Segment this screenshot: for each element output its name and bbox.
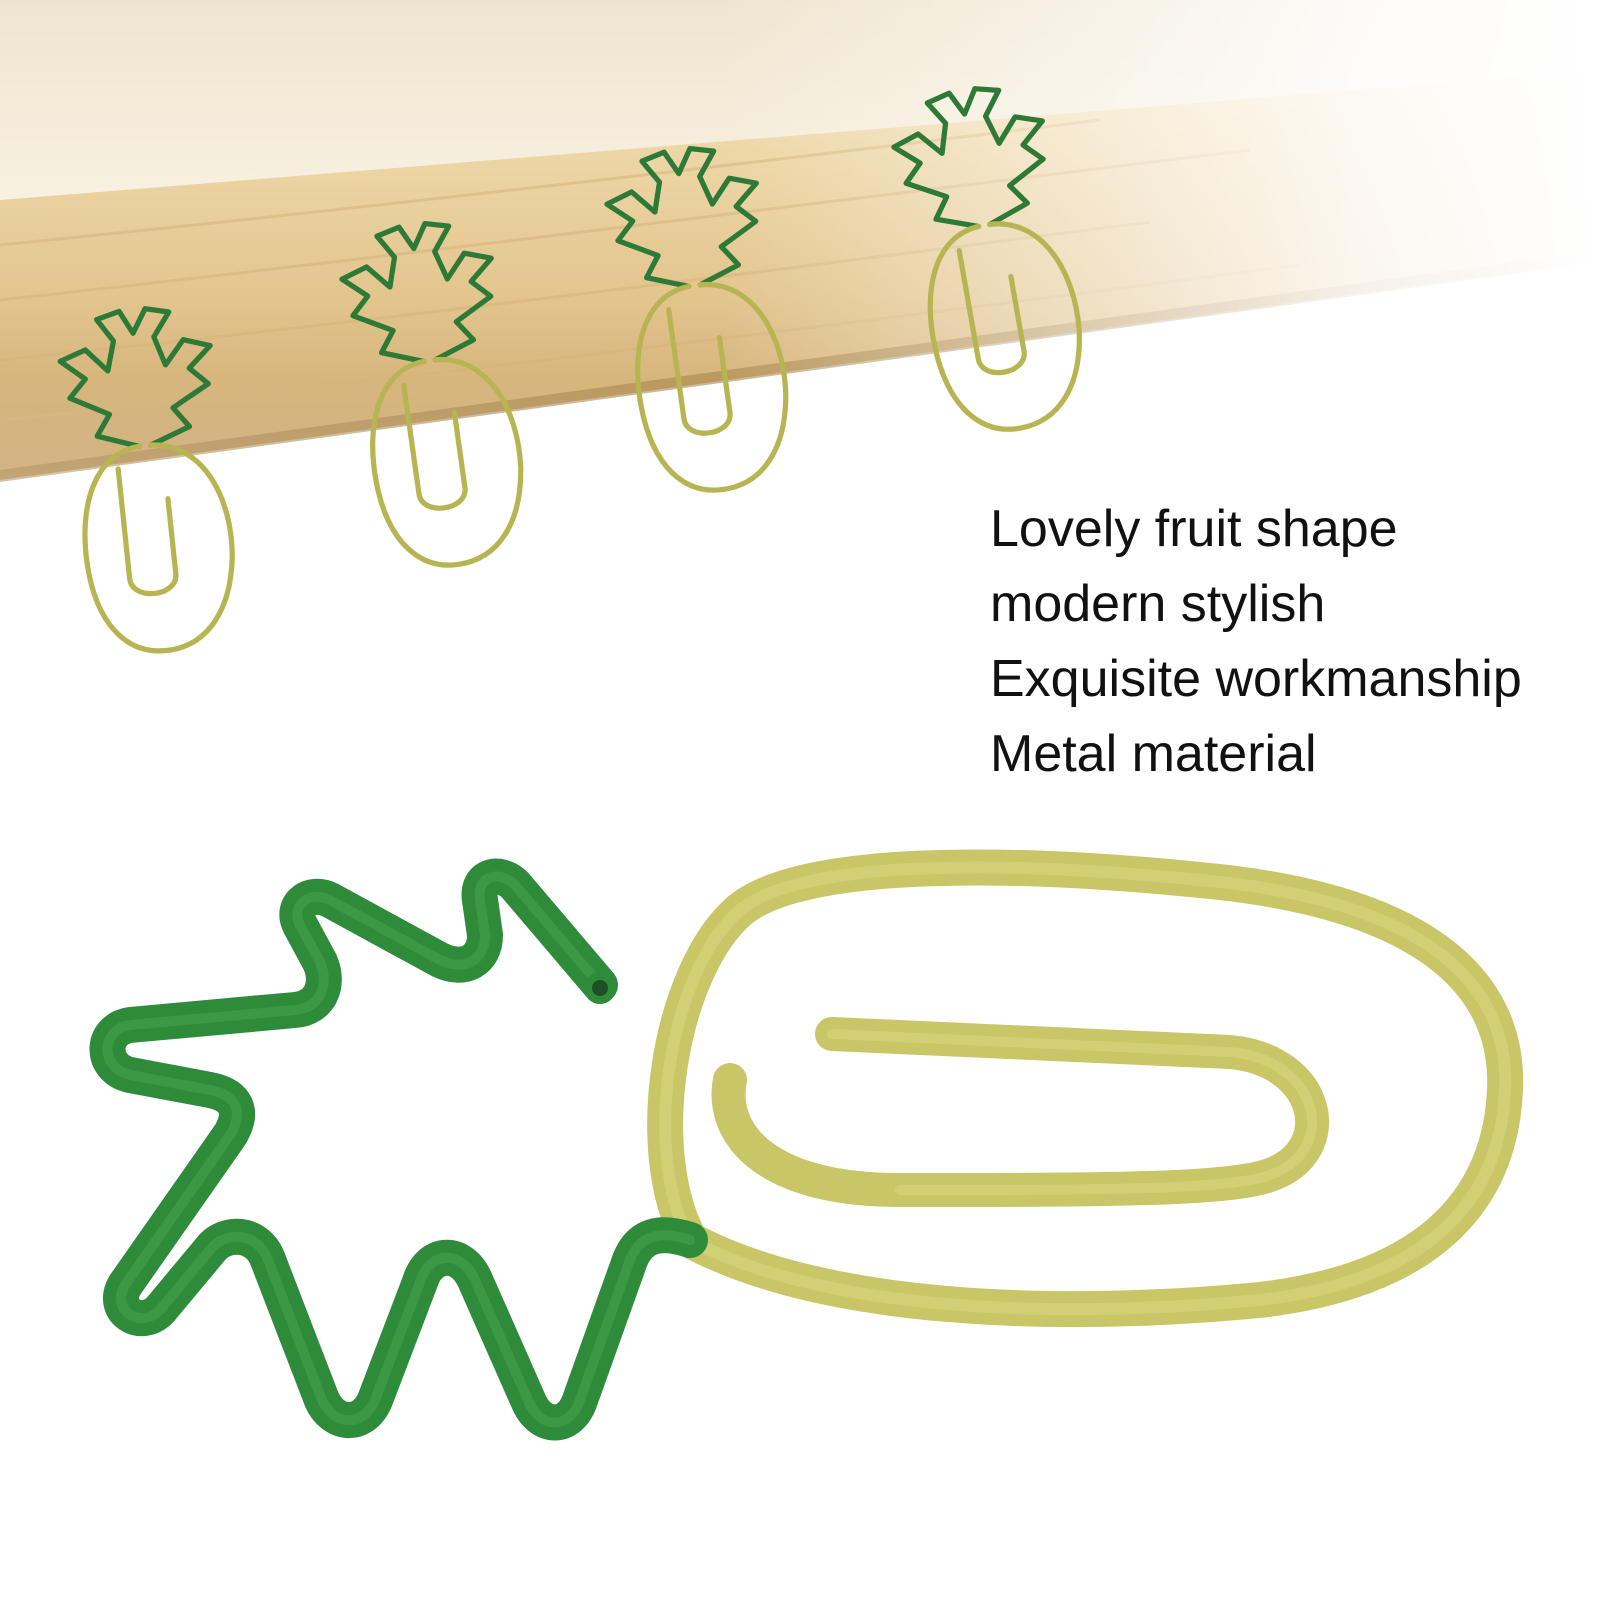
pineapple-paper-clip-closeup-icon	[89, 849, 1524, 1441]
pineapple-paper-clip-icon	[604, 145, 789, 493]
feature-exquisite-workmanship: Exquisite workmanship	[990, 650, 1522, 708]
feature-metal-material: Metal material	[990, 725, 1317, 783]
pineapple-paper-clip-icon	[891, 86, 1082, 432]
pineapple-paper-clip-icon	[339, 220, 524, 568]
feature-list: Lovely fruit shape modern stylish Exquis…	[990, 492, 1522, 792]
pineapple-paper-clip-icon	[57, 306, 235, 654]
feature-lovely-fruit-shape: Lovely fruit shape	[990, 500, 1398, 558]
wooden-board	[0, 0, 1601, 800]
feature-modern-stylish: modern stylish	[990, 575, 1326, 633]
